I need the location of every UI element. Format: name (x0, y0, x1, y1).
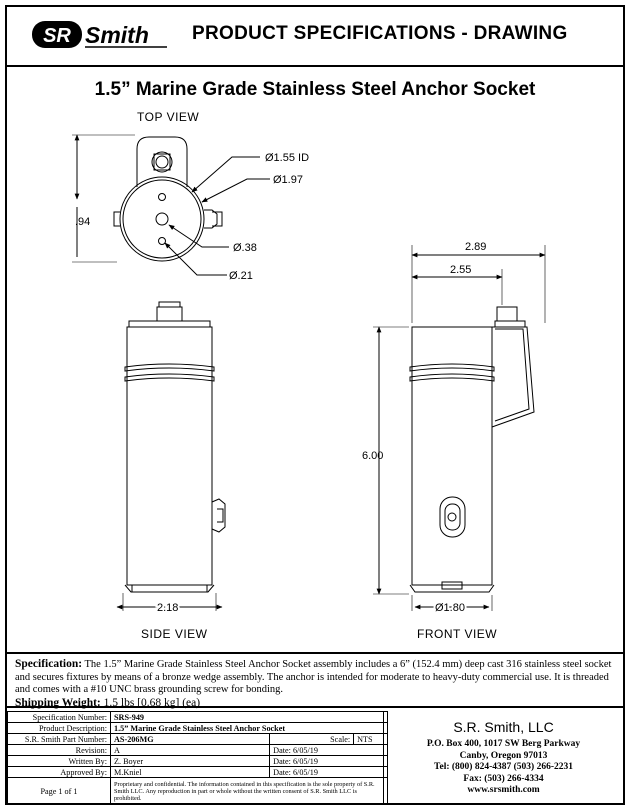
description-label: Product Description: (7, 722, 111, 734)
shipping-weight-label: Shipping Weight: (15, 696, 101, 709)
page-number: Page 1 of 1 (7, 777, 111, 805)
dim-side-width: 2.18 (157, 602, 178, 614)
revision-value: A (109, 744, 271, 756)
specification-block: Specification: The 1.5” Marine Grade Sta… (7, 652, 623, 709)
approved-date: Date: 6/05/19 (269, 766, 388, 778)
sr-smith-logo: SR Smith (32, 21, 167, 48)
company-address-2: Canby, Oregon 97013 (459, 750, 548, 761)
dim-height-600: 6.00 (362, 450, 383, 462)
spec-number: SRS-949 (110, 711, 388, 723)
dim-width-289: 2.89 (465, 241, 486, 253)
front-view-drawing (409, 306, 535, 593)
product-title: 1.5” Marine Grade Stainless Steel Anchor… (94, 79, 536, 100)
approved-by: M.Kniel (109, 766, 271, 778)
dim-outer-diameter: Ø1.97 (273, 174, 303, 186)
company-address-1: P.O. Box 400, 1017 SW Berg Parkway (426, 739, 581, 749)
company-fax: Fax: (503) 266-4334 (463, 773, 544, 784)
header-title: PRODUCT SPECIFICATIONS - DRAWING (192, 23, 568, 44)
dim-width-255: 2.55 (450, 264, 471, 276)
page-frame: SR Smith PRODUCT SPECIFICATIONS - DRAWIN… (5, 5, 625, 805)
dim-hole-small: Ø.21 (229, 270, 253, 282)
front-view-label: FRONT VIEW (417, 627, 498, 641)
specification-label: Specification: (15, 658, 83, 670)
company-telephone: Tel: (800) 824-4387 (503) 266-2231 (434, 762, 573, 772)
specification-text: The 1.5” Marine Grade Stainless Steel An… (15, 659, 612, 695)
top-view-label: TOP VIEW (137, 110, 200, 124)
confidential-notice: Proprietary and confidential. The inform… (114, 780, 375, 802)
revision-date: Date: 6/05/19 (269, 744, 388, 756)
revision-label: Revision: (7, 744, 111, 756)
side-view-drawing (124, 301, 226, 593)
dim-front-diameter: Ø1.80 (435, 602, 465, 614)
approved-by-label: Approved By: (7, 766, 111, 778)
company-block: S.R. Smith, LLC P.O. Box 400, 1017 SW Be… (383, 711, 623, 803)
part-number-label: S.R. Smith Part Number: (7, 733, 111, 745)
side-view-label: SIDE VIEW (141, 627, 208, 641)
dim-top-height: .94 (75, 216, 90, 228)
dim-inner-diameter: Ø1.55 ID (265, 152, 309, 164)
company-website[interactable]: www.srsmith.com (467, 785, 540, 795)
logo-sr-text: SR (43, 25, 71, 47)
logo-smith-text: Smith (85, 22, 149, 48)
technical-drawing: Ø1.55 ID Ø1.97 .94 Ø.38 Ø.21 2.89 2.55 6… (72, 134, 546, 616)
written-date: Date: 6/05/19 (269, 755, 388, 767)
written-by-label: Written By: (7, 755, 111, 767)
spec-meta-table: Specification Number: SRS-949 Product De… (7, 711, 388, 805)
dim-hole-large: Ø.38 (233, 242, 257, 254)
header: SR Smith PRODUCT SPECIFICATIONS - DRAWIN… (7, 7, 623, 67)
description: 1.5” Marine Grade Stainless Steel Anchor… (110, 722, 388, 734)
written-by: Z. Boyer (109, 755, 271, 767)
scale-label: Scale: (269, 733, 355, 745)
spec-number-label: Specification Number: (7, 711, 111, 723)
company-name: S.R. Smith, LLC (453, 719, 554, 735)
top-view-drawing (113, 136, 223, 262)
part-number: AS-206MG (109, 733, 271, 745)
title-block: Specification Number: SRS-949 Product De… (7, 711, 623, 805)
shipping-weight-value: 1.5 lbs [0.68 kg] (ea) (103, 696, 201, 709)
